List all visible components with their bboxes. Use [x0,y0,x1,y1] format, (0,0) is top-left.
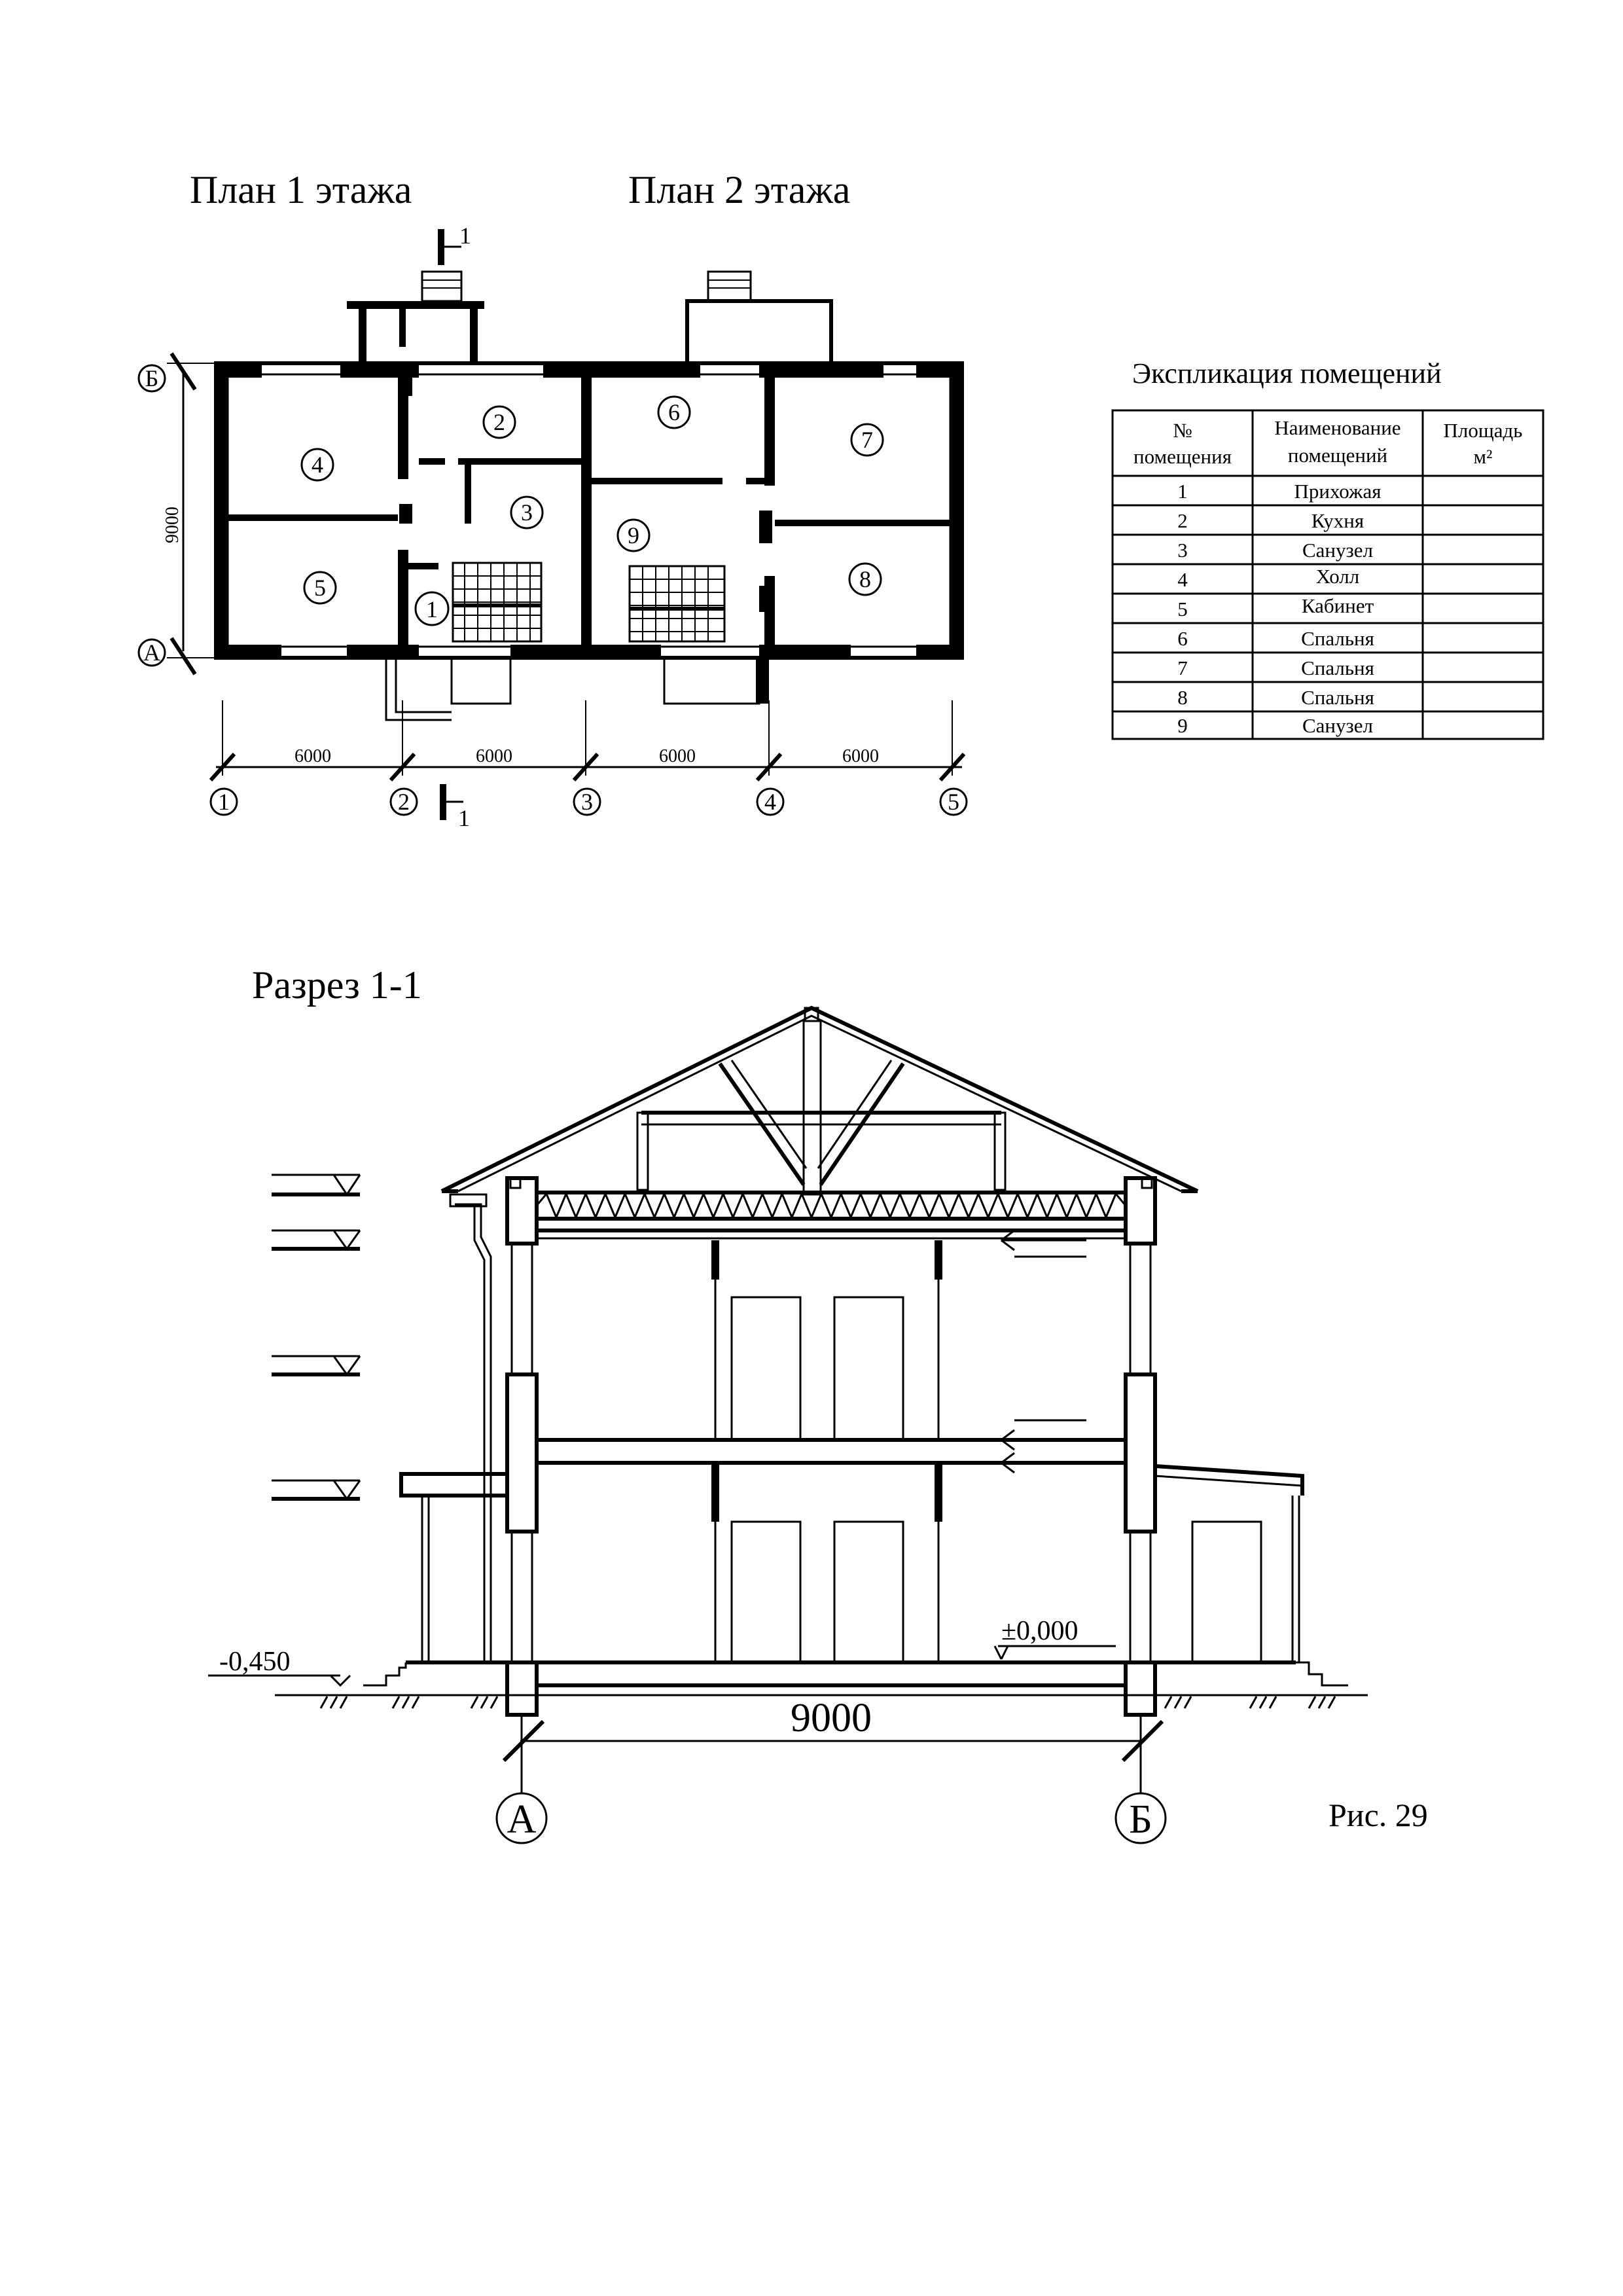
axis-marker-section-b: Б [1115,1792,1167,1844]
section-mark-bottom: 1 [458,805,470,831]
level-ground-label: -0,450 [219,1647,291,1677]
plan-dim: 6000 [476,746,512,766]
table-row: 2 Кухня [1177,509,1364,532]
table-title: Экспликация помещений [1132,357,1442,389]
plan-dim: 6000 [659,746,696,766]
svg-text:3: 3 [1177,539,1188,562]
room-marker: 4 [300,448,334,482]
axis-marker-b: Б [137,364,166,393]
figure-caption: Рис. 29 [1329,1797,1428,1833]
svg-text:5: 5 [948,789,959,815]
svg-text:4: 4 [1177,568,1188,591]
header-name: помещений [1288,444,1387,467]
svg-text:Спальня: Спальня [1301,686,1374,709]
level-marker [272,1479,361,1501]
axis-marker-a: А [137,638,166,667]
floor-level-marker [1001,1452,1086,1474]
table-row: 7 Спальня [1177,656,1374,679]
svg-text:А: А [143,639,160,666]
level-marker [272,1229,361,1251]
svg-text:9: 9 [1177,714,1188,737]
table-row: 6 Спальня [1177,627,1374,650]
room-marker: 5 [303,571,337,605]
svg-text:Санузел: Санузел [1302,539,1373,562]
room-markers: 1 2 3 4 5 6 7 8 9 [300,395,884,626]
plan1-title: План 1 этажа [190,168,412,211]
header-area: Площадь [1444,419,1523,442]
svg-text:6: 6 [1177,627,1188,650]
svg-text:7: 7 [861,427,873,453]
section-title: Разрез 1-1 [252,963,422,1007]
room-marker: 6 [657,395,691,429]
axis-marker-4: 4 [756,787,785,816]
svg-text:6: 6 [668,399,680,425]
svg-text:5: 5 [1177,598,1188,620]
axis-marker-5: 5 [939,787,968,816]
table-row: 8 Спальня [1177,686,1374,709]
level-marker [272,1355,361,1376]
header-area: м² [1474,445,1493,468]
svg-text:2: 2 [1177,509,1188,532]
svg-text:5: 5 [314,575,326,601]
floor-level-marker [1001,1229,1086,1258]
svg-text:Кабинет: Кабинет [1302,594,1374,617]
svg-text:3: 3 [581,789,593,815]
svg-text:Санузел: Санузел [1302,714,1373,737]
plan-dim-vertical: 9000 [162,507,183,543]
table-row: 1 Прихожая [1177,480,1381,503]
svg-text:1: 1 [218,789,230,815]
svg-text:Холл: Холл [1316,565,1359,588]
svg-text:1: 1 [1177,480,1188,503]
floor-plan [214,270,964,721]
plan-dim: 6000 [294,746,331,766]
header-num: № [1173,419,1192,442]
svg-text:1: 1 [426,596,438,622]
svg-text:8: 8 [1177,686,1188,709]
header-num: помещения [1133,445,1232,468]
room-marker: 9 [616,518,651,552]
room-marker: 8 [848,562,882,596]
svg-text:Спальня: Спальня [1301,656,1374,679]
svg-text:3: 3 [521,499,533,526]
svg-text:9: 9 [628,522,639,548]
svg-text:Кухня: Кухня [1311,509,1364,532]
svg-text:Спальня: Спальня [1301,627,1374,650]
header-name: Наименование [1274,416,1400,439]
room-marker: 2 [482,405,516,439]
svg-text:2: 2 [493,409,505,435]
level-marker [272,1174,361,1196]
table-row: 9 Санузел [1177,714,1373,737]
table-row: 5 Кабинет [1177,594,1374,620]
table-row: 4 Холл [1177,565,1359,591]
svg-text:А: А [507,1797,537,1842]
section-drawing: -0,450 ±0,000 9000 А Б [208,1005,1368,1844]
room-marker: 3 [510,495,544,529]
plan-dim: 6000 [842,746,879,766]
axis-marker-3: 3 [573,787,601,816]
level-floor-label: ±0,000 [1001,1616,1079,1646]
svg-text:Б: Б [1129,1797,1152,1842]
room-marker: 7 [850,423,884,457]
section-mark-top: 1 [459,223,471,249]
explication-table: Экспликация помещений № помещения Наимен… [1111,357,1544,740]
plan2-title: План 2 этажа [628,168,850,211]
plan-dimensions: 9000 Б А 6000 6000 6000 6000 1 2 3 4 5 1… [137,223,968,831]
svg-text:4: 4 [312,452,323,478]
svg-text:2: 2 [398,789,410,815]
table-row: 3 Санузел [1177,539,1373,562]
svg-text:7: 7 [1177,656,1188,679]
room-marker: 1 [414,591,450,626]
svg-text:8: 8 [859,566,871,592]
span-dimension: 9000 [791,1696,872,1740]
floor-level-marker [1001,1419,1086,1451]
svg-text:Прихожая: Прихожая [1294,480,1382,503]
axis-marker-section-a: А [495,1792,548,1844]
svg-text:4: 4 [764,789,776,815]
axis-marker-2: 2 [389,787,418,816]
axis-marker-1: 1 [209,787,238,816]
svg-text:Б: Б [145,365,159,391]
